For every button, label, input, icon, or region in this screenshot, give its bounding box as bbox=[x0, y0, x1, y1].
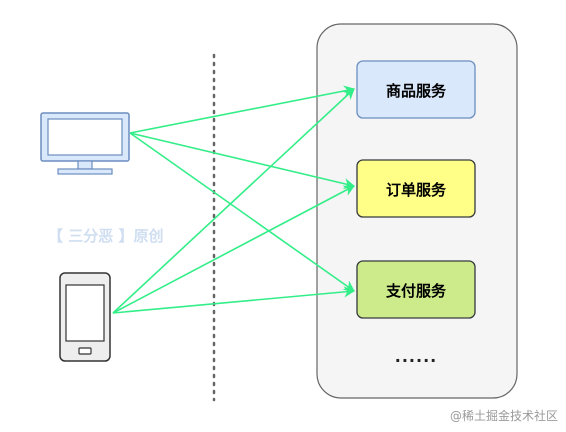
desktop-monitor-icon bbox=[40, 112, 130, 175]
mobile-phone-icon bbox=[59, 272, 111, 362]
payment-service-box: 支付服务 bbox=[356, 260, 476, 319]
more-services-ellipsis: ...... bbox=[395, 347, 437, 366]
product-service-label: 商品服务 bbox=[386, 82, 447, 100]
connection-arrows bbox=[112, 85, 356, 314]
order-service-box: 订单服务 bbox=[356, 159, 476, 218]
source-credit: @稀土掘金技术社区 bbox=[449, 409, 558, 423]
arrow-desktop-to-payment bbox=[129, 132, 355, 292]
order-service-label: 订单服务 bbox=[386, 181, 447, 199]
arrow-phone-to-product bbox=[112, 88, 355, 314]
payment-service-label: 支付服务 bbox=[385, 282, 447, 300]
watermark-text: 【 三分恶 】原创 bbox=[48, 227, 163, 245]
product-service-box: 商品服务 bbox=[356, 60, 476, 119]
arrow-desktop-to-product bbox=[129, 85, 356, 134]
arrow-phone-to-order bbox=[112, 185, 355, 314]
arrow-desktop-to-order bbox=[129, 132, 356, 190]
arrow-phone-to-payment bbox=[112, 286, 356, 314]
